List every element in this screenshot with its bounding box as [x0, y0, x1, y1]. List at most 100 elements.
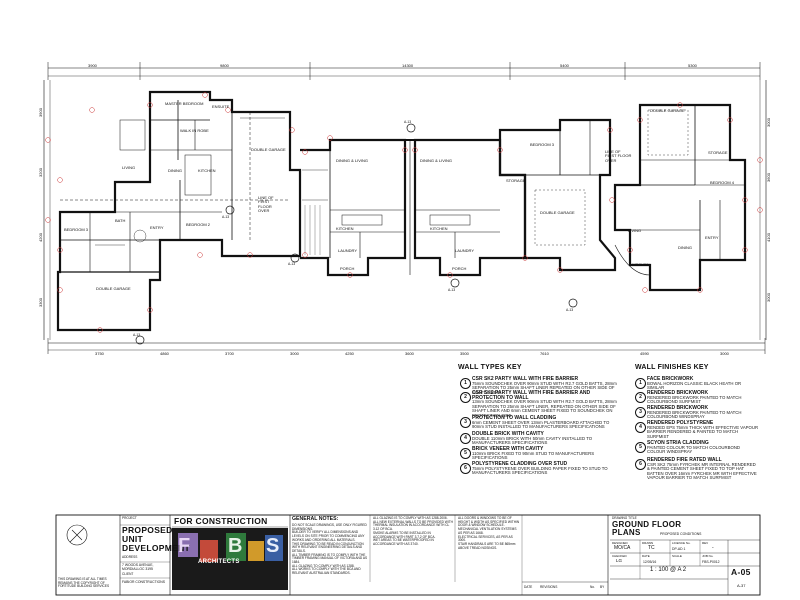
- key-item-desc: RENDERED BRICKWORK PAINTED TO MATCH COLO…: [647, 409, 742, 420]
- key-item-title: DOUBLE BRICK WITH CAVITY: [472, 431, 544, 437]
- construction-status: FOR CONSTRUCTION: [174, 516, 268, 526]
- room-label: LINE OF FIRST FLOOR OVER: [605, 149, 632, 163]
- client: FABIOR CONSTRUCTIONS: [122, 580, 165, 584]
- field-value: -: [712, 545, 714, 551]
- field-value: FBS-P0012: [702, 560, 720, 564]
- copyright-note: THIS DRAWING IS AT ALL TIMES REMAINS THE…: [58, 577, 110, 589]
- key-item-title: FACE BRICKWORK: [647, 376, 694, 382]
- key-item-desc: 110mm BRICK FIXED TO 90mm STUD TO MANUFA…: [472, 450, 595, 461]
- room-label: STORAGE: [506, 178, 526, 183]
- section-mark: A-13: [448, 288, 456, 292]
- key-item: FACE BRICKWORK BOWAL HORIZON CLASSIC BLA…: [647, 377, 759, 391]
- dim-label: 3300: [37, 298, 43, 307]
- key-item-title: RENDERED POLYSTYRENE: [647, 420, 714, 426]
- drawing-subtitle: PROPOSED CONDITIONS: [660, 532, 702, 536]
- key-number: 1: [635, 378, 646, 389]
- key-item: PROTECTION TO WALL CLADDING 6mm CEMENT S…: [472, 416, 622, 430]
- project-label: PROJECT: [122, 516, 137, 520]
- sheet-number: A-05: [731, 567, 751, 577]
- field-value: 12/05/16: [643, 560, 657, 564]
- dim-label: 3500: [460, 351, 469, 356]
- key-item-desc: CSR SK2 75mm FYRCHEK MR INTERNAL RENDERE…: [647, 461, 757, 481]
- logo-letter: S: [266, 535, 280, 557]
- field-value: LG: [616, 558, 623, 563]
- field-label: DATE: [642, 554, 650, 558]
- key-number: 4: [460, 433, 471, 444]
- room-label: DINING & LIVING: [420, 158, 453, 163]
- note-item: ALL GLAZING IS TO COMPLY WITH AS 1288-20…: [373, 516, 448, 520]
- room-label: BEDROOM 4: [710, 180, 735, 185]
- dim-label: 4100: [765, 233, 771, 242]
- key-item: POLYSTYRENE CLADDING OVER STUD 75mm POLY…: [472, 462, 622, 476]
- note-item: ELECTRICAL SERVICES, AS PER AS 3000.: [458, 534, 513, 543]
- revision-col: REVISIONS: [540, 585, 558, 589]
- section-mark: A-13: [404, 120, 412, 124]
- note-item: THIS DRAWING TO BE READ IN CONJUNCTION W…: [292, 541, 364, 553]
- field-label: SCALE: [672, 554, 682, 558]
- key-item: RENDERED POLYSTYRENE RENDED EPS 75mm THI…: [647, 421, 759, 439]
- room-label: LIVING: [122, 165, 136, 170]
- field-label: DESIGNED: [612, 541, 628, 545]
- key-item-desc: 6mm CEMENT SHEET OVER 13mm PLASTERBOARD …: [472, 419, 610, 430]
- key-number: 6: [635, 459, 646, 470]
- key-item-desc: PAINTED COLOUR TO MATCH COLOURBOND COLOU…: [647, 444, 741, 455]
- key-item-desc: DOUBLE 110mm BRICK WITH 50mm CAVITY INST…: [472, 435, 593, 446]
- dim-label: 5400: [560, 63, 569, 68]
- key-item: RENDERED FIRE RATED WALL CSR SK2 75mm FY…: [647, 458, 759, 481]
- dim-label: 3750: [95, 351, 104, 356]
- key-item-title: PROTECTION TO WALL CLADDING: [472, 415, 557, 421]
- note-item: ALL WORKS TO COMPLY WITH THE BCA AND REL…: [292, 567, 361, 576]
- address: 7 WOODS AVENUE, MORDIALLOC 3195: [122, 563, 154, 571]
- room-label: LAUNDRY: [455, 248, 475, 253]
- key-item: CSR SK2 PARTY WALL WITH FIRE BARRIER AND…: [472, 390, 622, 419]
- key-number: 5: [635, 442, 646, 453]
- key-number: 3: [635, 407, 646, 418]
- revision-col: DATE: [524, 585, 533, 589]
- room-label: BATH: [115, 218, 126, 223]
- dim-label: 3000: [765, 293, 771, 302]
- field-value: MO/CA: [614, 545, 631, 551]
- drawing-title-line: GROUND FLOOR: [612, 520, 682, 529]
- note-item: ALL DOORS & WINDOWS TO BE OF HEIGHT & WI…: [458, 516, 520, 528]
- field-value: DP-AD 1: [672, 547, 686, 551]
- key-item-desc: 13mm SOUNDCHEK OVER 90mm STUD WITH R2.7 …: [472, 399, 617, 418]
- key-item-title: RENDERED FIRE RATED WALL: [647, 457, 722, 463]
- room-label: STORAGE: [708, 150, 728, 155]
- wall-types-key-title: WALL TYPES KEY: [458, 364, 522, 371]
- key-item-title: RENDERED BRICKWORK: [647, 405, 709, 411]
- field-value: TC: [648, 545, 655, 551]
- key-number: 6: [460, 463, 471, 474]
- dim-label: 4590: [640, 351, 649, 356]
- field-label: LICENCE No.: [672, 541, 691, 545]
- drawing-title-line: PLANS: [612, 528, 641, 537]
- dim-label: 9800: [220, 63, 229, 68]
- section-mark: A-13: [133, 333, 141, 337]
- key-item-title: CSR SK2 PARTY WALL WITH FIRE BARRIER: [472, 376, 579, 382]
- project-name-line: DEVELOPMENT: [122, 543, 191, 553]
- field-label: CHECKED: [612, 554, 627, 558]
- key-number: 3: [460, 417, 471, 428]
- key-number: 1: [460, 378, 471, 389]
- key-item-desc: 75mm SOUNDCHEK OVER 90mm STUD WITH R2.7 …: [472, 380, 617, 395]
- key-item-title: RENDERED BRICKWORK: [647, 390, 709, 396]
- project-name-line: PROPOSED: [122, 525, 173, 535]
- dim-label: 4860: [160, 351, 169, 356]
- dim-label: 3900: [37, 108, 43, 117]
- room-label: KITCHEN: [430, 226, 448, 231]
- key-item-title: CSR SK2 PARTY WALL WITH FIRE BARRIER AND…: [472, 390, 591, 401]
- drawing-title-label: DRAWING TITLE: [612, 516, 637, 520]
- room-label: LAUNDRY: [338, 248, 358, 253]
- note-item: MECHANICAL VENTILATION SYSTEMS AS PER AS…: [458, 527, 517, 535]
- room-label: WALK IN ROBE: [180, 128, 209, 133]
- north-point-icon: [66, 524, 88, 546]
- key-item: SCYON STRIA CLADDING PAINTED COLOUR TO M…: [647, 441, 759, 455]
- note-item: WET AREAS TO BE WATERPROOFED IN ACCORDAN…: [373, 538, 434, 546]
- field-label: DRAWN: [642, 541, 654, 545]
- key-item-desc: 75mm POLYSTYRENE OVER BUILDING PAPER FIX…: [472, 465, 608, 476]
- key-item: DOUBLE BRICK WITH CAVITY DOUBLE 110mm BR…: [472, 432, 622, 446]
- project-name-line: UNIT: [122, 534, 144, 544]
- wall-finishes-key-title: WALL FINISHES KEY: [635, 364, 709, 371]
- general-notes-col-2: ALL GLAZING IS TO COMPLY WITH AS 1288-20…: [373, 516, 453, 547]
